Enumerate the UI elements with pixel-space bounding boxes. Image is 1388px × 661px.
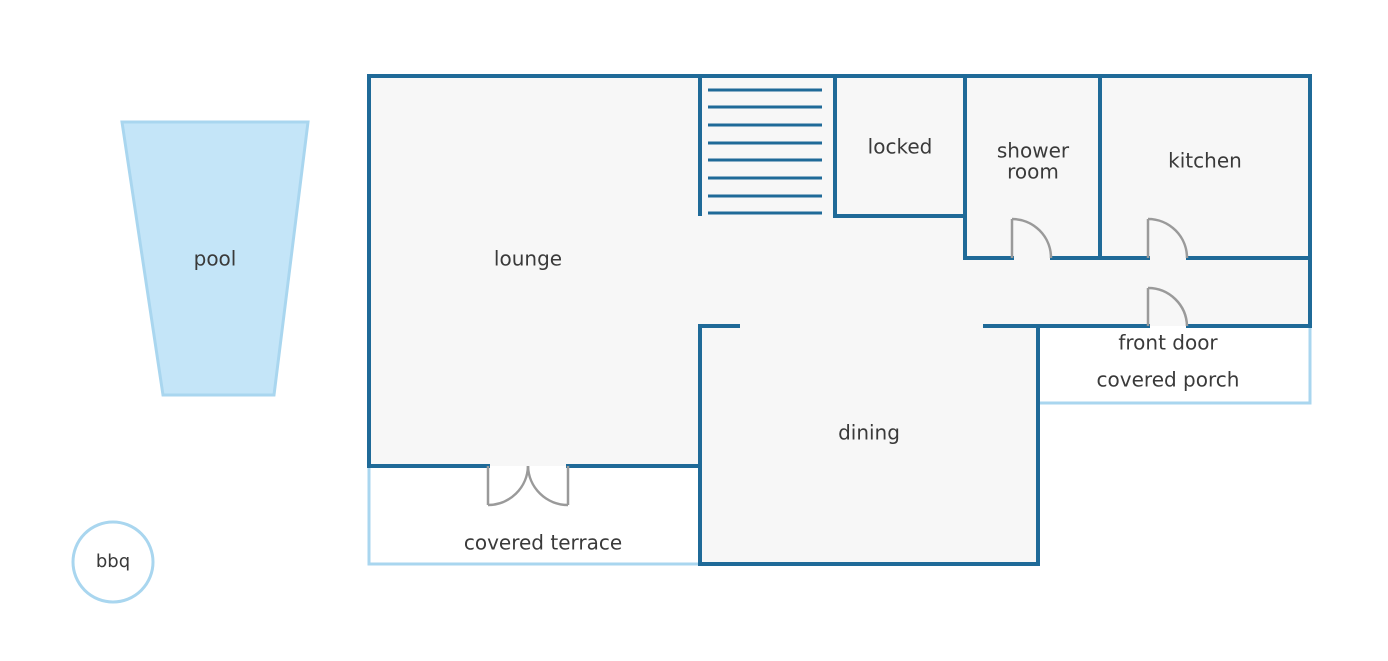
front-door xyxy=(1146,286,1189,327)
shower-room-label-line2: room xyxy=(1007,160,1059,184)
shower-room-door xyxy=(1010,217,1053,259)
shower-room-label-line1: shower xyxy=(997,139,1070,163)
terrace-double-door xyxy=(486,465,570,507)
walls xyxy=(367,74,1312,566)
house-floor xyxy=(369,76,1310,564)
bbq-shape xyxy=(71,520,155,604)
dining-label: dining xyxy=(838,421,900,445)
kitchen-door xyxy=(1146,217,1189,259)
front-door-label: front door xyxy=(1118,331,1218,355)
lounge-label: lounge xyxy=(494,247,562,271)
locked-label: locked xyxy=(868,135,933,159)
covered-terrace-outline xyxy=(367,466,700,566)
bbq-label: bbq xyxy=(96,551,130,572)
doors xyxy=(486,217,1189,507)
kitchen-label: kitchen xyxy=(1168,149,1242,173)
stairs xyxy=(708,88,822,215)
pool-shape xyxy=(120,120,310,397)
covered-terrace-label: covered terrace xyxy=(464,531,622,555)
covered-porch-label: covered porch xyxy=(1097,368,1240,392)
pool-label: pool xyxy=(194,247,237,271)
